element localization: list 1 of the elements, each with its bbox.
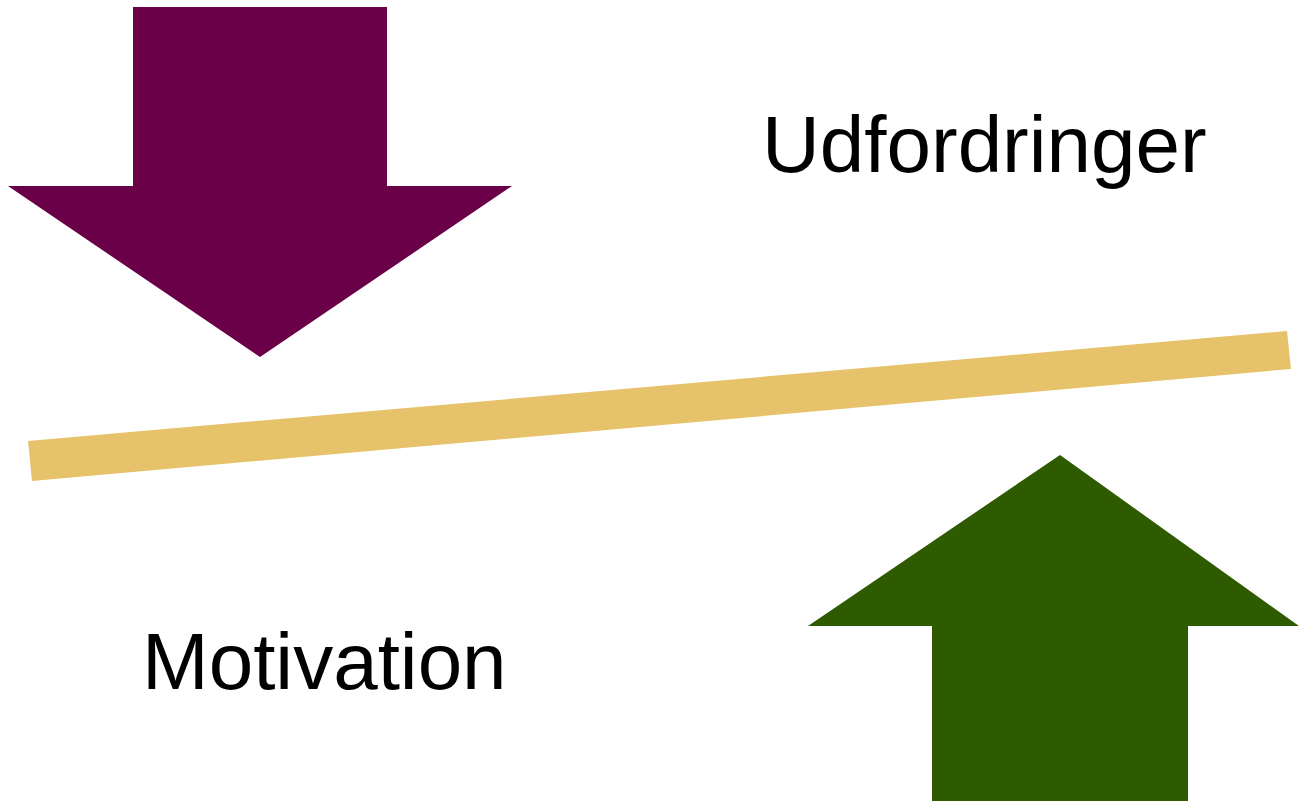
force-label: Motivation xyxy=(142,622,507,702)
